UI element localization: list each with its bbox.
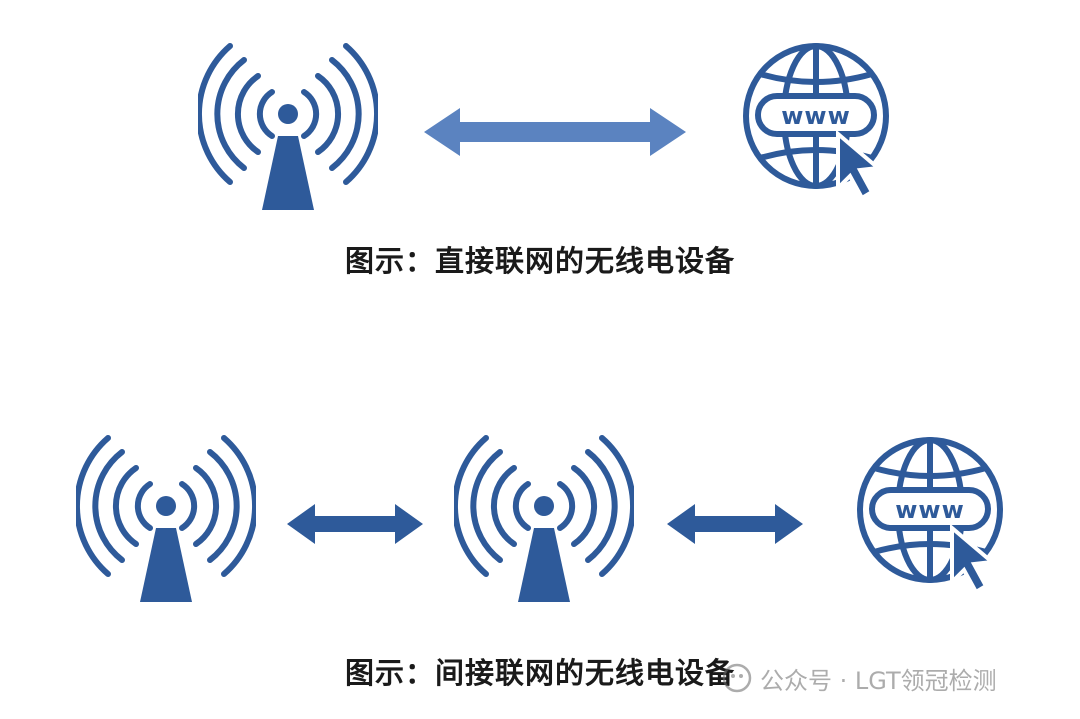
- watermark: 公众号 · LGT领冠检测: [722, 660, 997, 696]
- top-caption: 图示：直接联网的无线电设备: [344, 244, 735, 278]
- wireless-tower-icon: [198, 40, 378, 220]
- globe-www-label: www: [895, 496, 965, 524]
- globe-www-label: www: [781, 102, 851, 130]
- wireless-tower-icon: [76, 432, 256, 612]
- bottom-caption: 图示：间接联网的无线电设备: [344, 656, 735, 690]
- double-arrow-icon: [424, 108, 686, 156]
- wechat-logo-icon: [722, 663, 752, 693]
- globe-www-icon: www: [852, 432, 1022, 602]
- double-arrow-icon: [667, 504, 803, 544]
- globe-www-icon: www: [738, 38, 908, 208]
- wireless-tower-icon: [454, 432, 634, 612]
- watermark-text: 公众号 · LGT领冠检测: [760, 666, 997, 695]
- double-arrow-icon: [287, 504, 423, 544]
